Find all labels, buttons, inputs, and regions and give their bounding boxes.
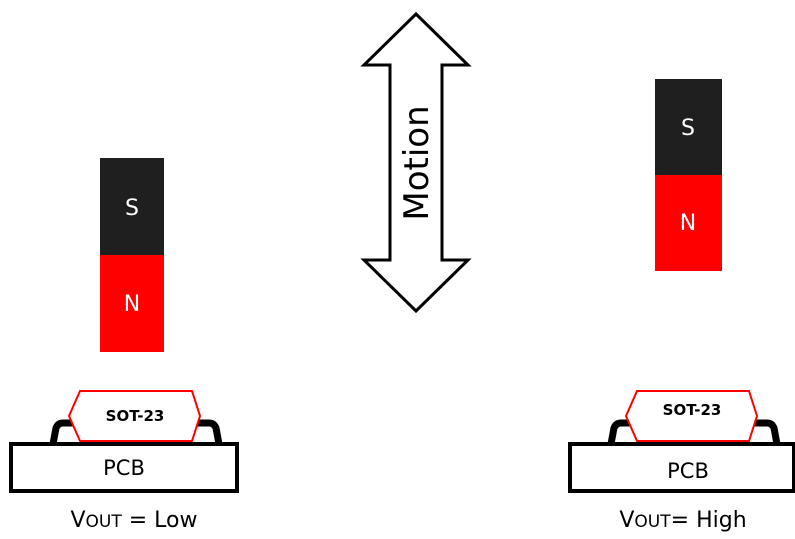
right-magnet-north-pole [655, 175, 722, 271]
left-pcb: PCB [9, 442, 239, 493]
left-sot23-label: SOT-23 [106, 407, 165, 425]
right-vout-label: VOUT= High [619, 508, 746, 533]
right-lead-right [754, 419, 781, 445]
motion-arrow: Motion [360, 11, 472, 314]
left-sensor-package: SOT-23 [49, 390, 223, 445]
right-sot23-label: SOT-23 [663, 401, 722, 419]
right-pcb-label: PCB [667, 459, 709, 483]
motion-label: Motion [397, 105, 437, 220]
left-setup: S N SOT-23 PCB VOUT = Low [9, 158, 239, 533]
right-magnet-south-label: S [681, 116, 695, 141]
left-pcb-label: PCB [103, 456, 145, 480]
left-lead-left [49, 419, 76, 445]
right-magnet: S N [655, 79, 722, 271]
left-magnet: S N [100, 158, 164, 352]
right-lead-left [607, 419, 634, 445]
left-magnet-north-pole [100, 255, 164, 352]
right-magnet-north-label: N [680, 211, 696, 236]
left-sot23-body [67, 390, 202, 442]
right-pcb: PCB [568, 442, 795, 493]
right-pcb-board [568, 442, 795, 493]
left-magnet-south-label: S [125, 196, 139, 221]
motion-double-arrow-icon [360, 11, 472, 314]
left-pcb-board [9, 442, 239, 493]
left-lead-right [196, 419, 223, 445]
left-magnet-south-pole [100, 158, 164, 255]
right-sensor-package: SOT-23 [607, 390, 781, 445]
right-magnet-south-pole [655, 79, 722, 175]
right-setup: S N SOT-23 PCB VOUT= High [568, 79, 795, 533]
left-vout-label: VOUT = Low [70, 508, 197, 533]
left-magnet-north-label: N [124, 292, 140, 317]
right-sot23-body [624, 390, 759, 442]
